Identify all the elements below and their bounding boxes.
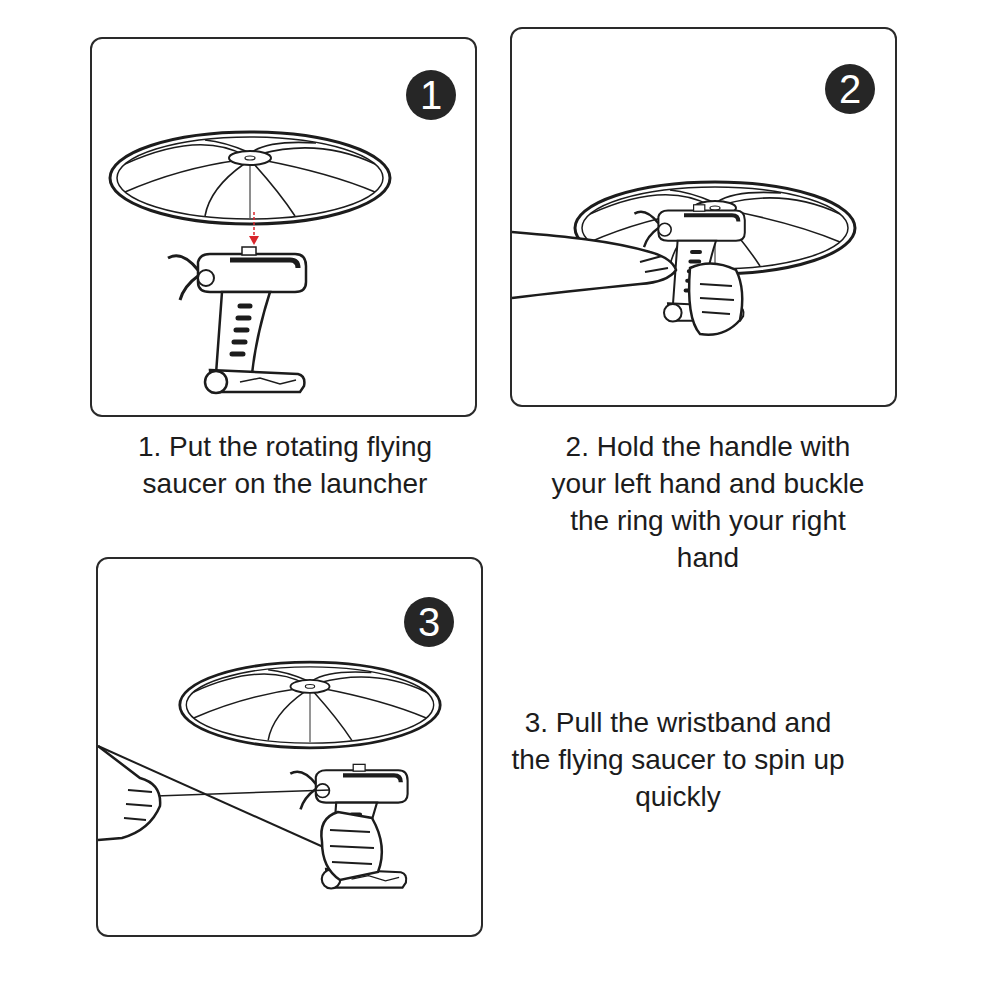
launcher [290, 764, 407, 888]
finger-lines [700, 284, 734, 314]
step-panel: 3. Pull the wristband and the flying sau… [96, 557, 483, 937]
step-caption: 3. Pull the wristband and the flying sau… [504, 704, 852, 815]
step-number-badge: 3 [403, 596, 455, 648]
left-hand [512, 232, 676, 298]
finger-lines [124, 790, 152, 820]
launcher [168, 247, 306, 393]
step-number: 1 [405, 69, 457, 121]
right-hand [689, 263, 742, 334]
arm-line [98, 746, 330, 850]
step-number: 3 [403, 596, 455, 648]
placement-arrow [253, 212, 255, 240]
badge-disc [404, 597, 454, 647]
right-hand [321, 812, 382, 880]
step-caption: 1. Put the rotating flying saucer on the… [100, 428, 470, 502]
step-number: 2 [824, 63, 876, 115]
flying-saucer [110, 132, 390, 224]
finger-lines [640, 256, 668, 272]
flying-saucer [180, 662, 440, 748]
placement-arrow-head [249, 236, 259, 245]
badge-disc [406, 70, 456, 120]
step-number-badge: 1 [405, 69, 457, 121]
pull-cord [156, 790, 330, 796]
finger-lines [330, 830, 374, 864]
step-panel: 2. Hold the handle with your left hand a… [510, 27, 897, 407]
step-caption: 2. Hold the handle with your left hand a… [538, 428, 878, 576]
step-panel: 1. Put the rotating flying saucer on the… [90, 37, 477, 417]
badge-disc [825, 64, 875, 114]
step-number-badge: 2 [824, 63, 876, 115]
